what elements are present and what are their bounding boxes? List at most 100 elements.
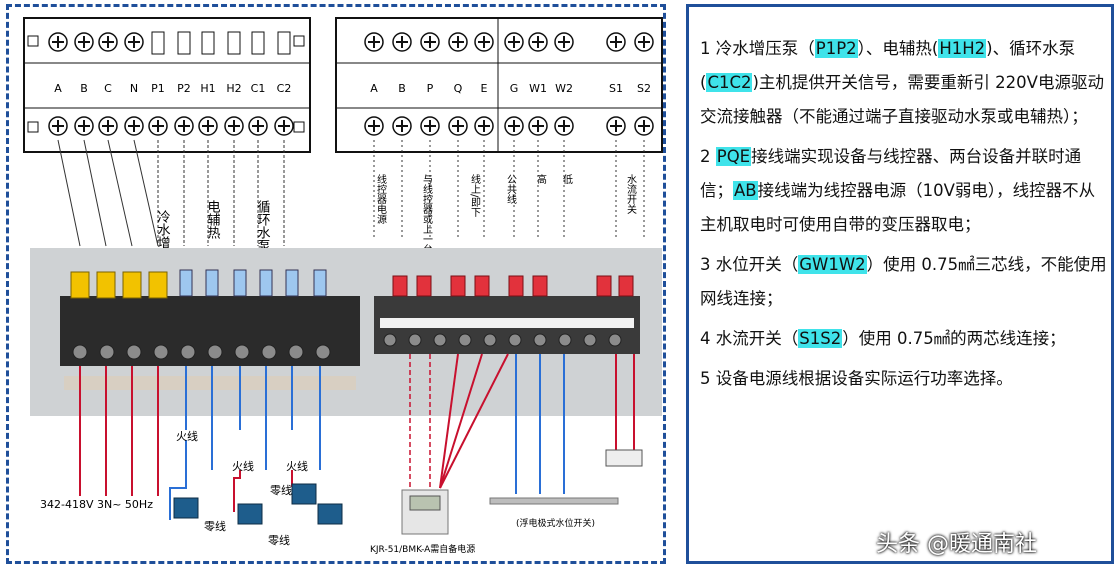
terminal-label-e: E (481, 82, 488, 95)
wire-cap-red (508, 275, 524, 297)
terminal-label-n: N (130, 82, 138, 95)
note-3: 3 水位开关（GW1W2）使用 0.75㎟三芯线，不能使用网线连接； (700, 255, 1107, 308)
group-label-aux-heater: 电辅热 (205, 200, 221, 239)
flow-switch (605, 449, 643, 467)
photo-terminal (153, 344, 169, 360)
photo-terminal (433, 333, 447, 347)
pump-device (237, 503, 263, 525)
photo-terminal (483, 333, 497, 347)
live-label-3: 火线 (286, 459, 308, 473)
level-caption: (浮电极式水位开关) (516, 517, 595, 529)
highlight-ab: AB (733, 181, 758, 200)
group-label-circ-pump: 循环水泵 (255, 200, 271, 252)
photo-terminal (608, 333, 622, 347)
neutral-label-3: 零线 (268, 533, 290, 547)
pump-device (317, 503, 343, 525)
photo-terminal (99, 344, 115, 360)
wire-cap-red (532, 275, 548, 297)
notes-frame (686, 4, 1114, 564)
drop-line (133, 139, 159, 247)
terminal-label-c1: C1 (251, 82, 266, 95)
wire-cap-red (474, 275, 490, 297)
photo-terminal (508, 333, 522, 347)
wire-cap-blue (179, 269, 193, 297)
link-wire (439, 353, 509, 489)
note-2: 2 PQE接线端实现设备与线控器、两台设备并联时通信；AB接线端为线控器电源（1… (700, 147, 1096, 234)
pump-device (173, 497, 199, 519)
mount-hole (293, 121, 305, 133)
terminal-label-s2: S2 (637, 82, 651, 95)
terminal-relay-top (151, 31, 165, 55)
terminal-label-b: B (398, 82, 406, 95)
terminal-label-w2: W2 (555, 82, 573, 95)
wire-cap-blue (285, 269, 299, 297)
terminal-label-g: G (510, 82, 519, 95)
wire-cap-blue (313, 269, 327, 297)
highlight-pqe: PQE (715, 147, 752, 166)
level-switch (489, 497, 619, 505)
terminal-label-h1: H1 (200, 82, 215, 95)
highlight-c1c2: C1C2 (706, 73, 753, 92)
terminal-label-b: B (80, 82, 88, 95)
neutral-label-2: 零线 (204, 519, 226, 533)
photo-terminal (261, 344, 277, 360)
terminal-label-c: C (104, 82, 112, 95)
wire-cap-red (618, 275, 634, 297)
photo-terminal (234, 344, 250, 360)
wire-cap-yellow (148, 271, 168, 299)
drop-line (83, 139, 107, 247)
highlight-p1p2: P1P2 (814, 39, 858, 58)
terminal-label-p: P (427, 82, 434, 95)
highlight-s1s2: S1S2 (798, 329, 843, 348)
photo-terminal (458, 333, 472, 347)
neutral-label-1: 零线 (270, 483, 292, 497)
wire-cap-blue (259, 269, 273, 297)
wire-cap-yellow (96, 271, 116, 299)
photo-terminal (558, 333, 572, 347)
terminal-relay-top (201, 31, 215, 55)
wire-cap-yellow (122, 271, 142, 299)
terminal-label-q: Q (454, 82, 463, 95)
terminal-label-h2: H2 (226, 82, 241, 95)
terminal-label-w1: W1 (529, 82, 547, 95)
voltage-label: 342-418V 3N~ 50Hz (40, 498, 153, 511)
wire-cap-red (596, 275, 612, 297)
group-label-line-up-down: 线上/即下 (469, 173, 481, 218)
watermark: 头条 @暖通南社 (876, 532, 1037, 557)
pump-device (291, 483, 317, 505)
photo-terminal (126, 344, 142, 360)
wire-cap-red (416, 275, 432, 297)
terminal-relay-top (277, 31, 291, 55)
photo-terminal (383, 333, 397, 347)
controller-caption: KJR-51/BMK-A需自备电源 (370, 543, 475, 555)
live-label-1: 火线 (176, 429, 198, 443)
photo-terminal (315, 344, 331, 360)
terminal-label-a: A (54, 82, 62, 95)
terminal-label-p2: P2 (177, 82, 191, 95)
live-wire-2 (233, 470, 241, 512)
terminal-label-s1: S1 (609, 82, 623, 95)
highlight-gw1w2: GW1W2 (798, 255, 867, 274)
drop-line (107, 139, 133, 247)
terminal-relay-top (227, 31, 241, 55)
terminal-label-c2: C2 (277, 82, 292, 95)
wire-cap-red (392, 275, 408, 297)
live-label-2: 火线 (232, 459, 254, 473)
photo-terminal (583, 333, 597, 347)
wire-cap-yellow (70, 271, 90, 299)
terminal-relay-top (177, 31, 191, 55)
group-label-flow-switch: 水流开关 (625, 174, 637, 215)
photo-terminal (72, 344, 88, 360)
mount-hole (27, 121, 39, 133)
group-label-controller-power: 线控器电源 (375, 173, 387, 225)
terminal-label-p1: P1 (151, 82, 165, 95)
terminal-relay-top (251, 31, 265, 55)
photo-terminal (180, 344, 196, 360)
note-5: 5 设备电源线根据设备实际运行功率选择。 (700, 369, 1013, 388)
group-label-high: 高 (535, 173, 547, 185)
wire-cap-red (450, 275, 466, 297)
group-label-common: 公共线 (505, 174, 517, 204)
left-diagram-frame (6, 4, 666, 564)
